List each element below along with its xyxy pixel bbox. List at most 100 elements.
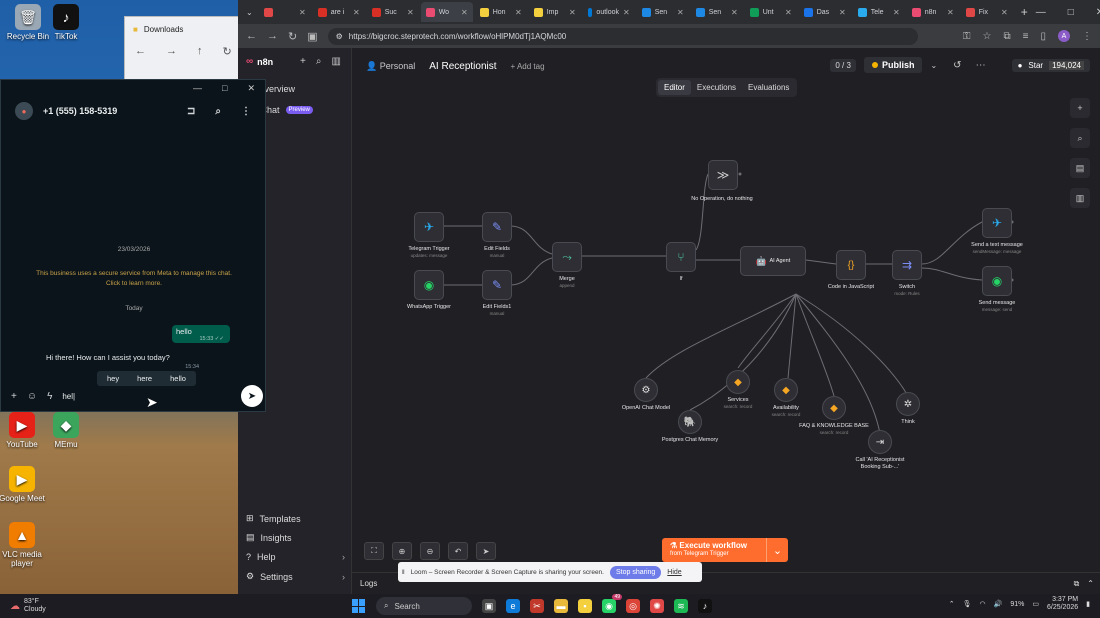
kebab-menu-icon[interactable]: ⋮ (1082, 30, 1092, 42)
node-whatsapp-trigger[interactable]: ◉ (414, 270, 444, 300)
publish-button[interactable]: Publish (863, 57, 923, 73)
pointer-icon[interactable]: ➤ (476, 542, 496, 560)
tab-executions[interactable]: Executions (696, 83, 737, 92)
close-tab-icon[interactable]: ✕ (569, 7, 576, 17)
tiktok-icon[interactable]: ♪ (698, 599, 712, 613)
sticker-icon[interactable]: ☺ (26, 390, 38, 402)
node-faq[interactable]: ◆ (822, 396, 846, 420)
add-node-icon[interactable]: + (1070, 98, 1090, 118)
close-tab-icon[interactable]: ✕ (839, 7, 846, 17)
kebab-menu-icon[interactable]: ⋮ (241, 105, 251, 117)
bookmark-star-icon[interactable]: ☆ (982, 30, 992, 42)
password-key-icon[interactable]: ⚿ (962, 30, 971, 42)
sticky-note-icon[interactable]: ▤ (1070, 158, 1090, 178)
node-ai-agent[interactable]: 🤖 AI Agent (740, 246, 806, 276)
close-tab-icon[interactable]: ✕ (353, 7, 360, 17)
panel-toggle-icon[interactable]: ▥ (1070, 188, 1090, 208)
desktop-icon-recycle-bin[interactable]: 🗑 Recycle Bin (0, 4, 56, 41)
snipping-icon[interactable]: ✂ (530, 599, 544, 613)
maximize-icon[interactable]: □ (1067, 6, 1074, 18)
new-tab-button[interactable]: + (1020, 5, 1028, 19)
close-tab-icon[interactable]: ✕ (677, 7, 684, 17)
close-tab-icon[interactable]: ✕ (893, 7, 900, 17)
forward-icon[interactable]: → (267, 30, 278, 42)
meta-notice[interactable]: This business uses a secure service from… (36, 270, 232, 288)
battery-level[interactable]: 91% (1010, 600, 1025, 608)
close-tab-icon[interactable]: ✕ (461, 7, 468, 17)
browser-tab[interactable]: ✕ (259, 2, 311, 22)
split-view-icon[interactable]: ▣ (307, 30, 318, 43)
logs-panel[interactable]: Logs ⧉ ⌃ (352, 572, 1100, 594)
up-icon[interactable]: ↑ (197, 45, 203, 57)
node-if[interactable]: ⑂ (666, 242, 696, 272)
node-edit-fields[interactable]: ✎ (482, 212, 512, 242)
refresh-icon[interactable]: ↻ (222, 46, 232, 58)
chevron-up-icon[interactable]: ⌃ (1087, 579, 1094, 588)
send-button[interactable]: ➤ (241, 385, 263, 407)
outgoing-message[interactable]: hello 15:33 ✓✓ (172, 325, 230, 343)
search-icon[interactable]: ⌕ (1070, 128, 1090, 148)
desktop-icon-vlc[interactable]: ▲ VLC media player (0, 522, 50, 568)
node-edit-fields1[interactable]: ✎ (482, 270, 512, 300)
popout-icon[interactable]: ⧉ (1073, 578, 1080, 588)
close-tab-icon[interactable]: ✕ (731, 7, 738, 17)
browser-tab[interactable]: Hon✕ (475, 2, 527, 22)
browser-tab[interactable]: Sen✕ (691, 2, 743, 22)
close-icon[interactable]: ✕ (247, 82, 255, 93)
node-code[interactable]: {} (836, 250, 866, 280)
history-icon[interactable]: ↺ (953, 59, 962, 71)
suggestion-chip[interactable]: hello (170, 374, 186, 383)
node-services[interactable]: ◆ (726, 370, 750, 394)
zoom-out-icon[interactable]: ⊖ (420, 542, 440, 560)
node-noop[interactable]: ≫ (708, 160, 738, 190)
workflow-name[interactable]: AI Receptionist (429, 60, 497, 72)
maximize-icon[interactable]: □ (222, 83, 228, 93)
volume-icon[interactable]: 🔊 (993, 601, 1003, 609)
microphone-icon[interactable]: 🎙 (962, 601, 972, 609)
publish-dropdown-icon[interactable]: ⌄ (930, 60, 938, 70)
tab-menu-icon[interactable]: ⌄ (246, 7, 253, 17)
back-icon[interactable]: ← (246, 30, 257, 42)
browser-tab[interactable]: Tele✕ (853, 2, 905, 22)
search-icon[interactable]: ⌕ (215, 105, 221, 117)
close-tab-icon[interactable]: ✕ (1001, 7, 1008, 17)
collapse-sidebar-icon[interactable]: ▥ (331, 56, 341, 67)
tab-evaluations[interactable]: Evaluations (748, 83, 790, 92)
node-think[interactable]: ✲ (896, 392, 920, 416)
browser-tab[interactable]: Sen✕ (637, 2, 689, 22)
node-send-text[interactable]: ✈ (982, 208, 1012, 238)
contact-avatar[interactable]: ● (15, 102, 33, 120)
extensions-icon[interactable]: ⧉ (1003, 30, 1011, 42)
pause-icon[interactable]: ‖ (402, 568, 405, 576)
desktop-icon-memu[interactable]: ◆ MEmu (38, 412, 94, 449)
browser-tab[interactable]: Das✕ (799, 2, 851, 22)
node-merge[interactable]: ⤳ (552, 242, 582, 272)
browser-tab[interactable]: outlook✕ (583, 2, 635, 22)
message-input[interactable]: hel| (62, 391, 76, 401)
add-icon[interactable]: + (300, 56, 306, 67)
node-availability[interactable]: ◆ (774, 378, 798, 402)
node-send-message[interactable]: ◉ (982, 266, 1012, 296)
sidebar-item-templates[interactable]: ⊞ Templates (246, 513, 301, 524)
chevron-up-icon[interactable]: ⌃ (948, 601, 955, 609)
browser-tab[interactable]: Unt✕ (745, 2, 797, 22)
sticky-notes-icon[interactable]: ▪ (578, 599, 592, 613)
add-tag-button[interactable]: + Add tag (510, 61, 545, 71)
task-view-icon[interactable]: ▣ (482, 599, 496, 613)
media-icon[interactable]: ≡ (1022, 30, 1029, 42)
close-tab-icon[interactable]: ✕ (407, 7, 414, 17)
whatsapp-taskbar-icon[interactable]: ◉49 (602, 594, 622, 613)
chrome-icon[interactable]: ◎ (626, 599, 640, 613)
loom-icon[interactable]: ✺ (650, 599, 664, 613)
stop-sharing-button[interactable]: Stop sharing (609, 565, 662, 579)
chat-header[interactable]: ● +1 (555) 158-5319 ⊐ ⌕ ⋮ (1, 96, 265, 126)
node-telegram-trigger[interactable]: ✈ (414, 212, 444, 242)
minimize-icon[interactable]: — (193, 83, 203, 93)
undo-icon[interactable]: ↶ (448, 542, 468, 560)
hide-button[interactable]: Hide (667, 568, 682, 576)
file-explorer-icon[interactable]: ▬ (554, 599, 568, 613)
wifi-icon[interactable]: ◠ (979, 601, 986, 609)
desktop-icon-google-meet[interactable]: ▶ Google Meet (0, 466, 50, 503)
reload-icon[interactable]: ↻ (288, 30, 298, 43)
